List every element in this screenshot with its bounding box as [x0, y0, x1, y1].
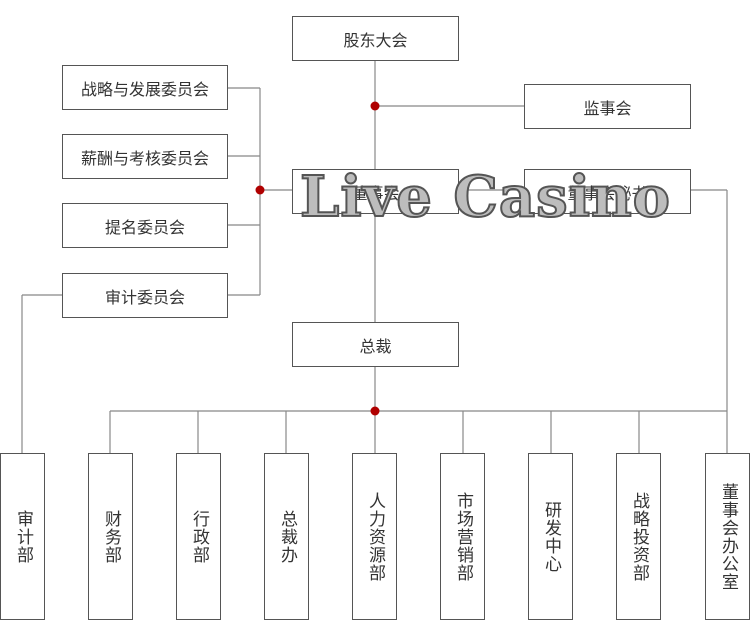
junction-dot — [255, 185, 265, 195]
junction-dot — [370, 406, 380, 416]
dept-board-office-box: 董事会办公室 — [705, 453, 750, 620]
dept-human-resources-box: 人力资源部 — [352, 453, 397, 620]
committee-nomination-box: 提名委员会 — [62, 203, 228, 248]
president-box: 总裁 — [292, 322, 459, 367]
dept-marketing-box: 市场营销部 — [440, 453, 485, 620]
board-secretary-box: 董事会秘书 — [524, 169, 691, 214]
dept-finance-box: 财务部 — [88, 453, 133, 620]
watermark-text: Live Casino — [299, 163, 672, 231]
dept-strategic-investment-box: 战略投资部 — [616, 453, 661, 620]
junction-dot — [370, 101, 380, 111]
shareholders-meeting-box: 股东大会 — [292, 16, 459, 61]
board-of-directors-box: 董事会 — [292, 169, 459, 214]
dept-president-office-box: 总裁办 — [264, 453, 309, 620]
dept-audit-box: 审计部 — [0, 453, 45, 620]
dept-rnd-center-box: 研发中心 — [528, 453, 573, 620]
dept-administration-box: 行政部 — [176, 453, 221, 620]
committee-compensation-box: 薪酬与考核委员会 — [62, 134, 228, 179]
committee-audit-box: 审计委员会 — [62, 273, 228, 318]
supervisory-board-box: 监事会 — [524, 84, 691, 129]
committee-strategy-box: 战略与发展委员会 — [62, 65, 228, 110]
